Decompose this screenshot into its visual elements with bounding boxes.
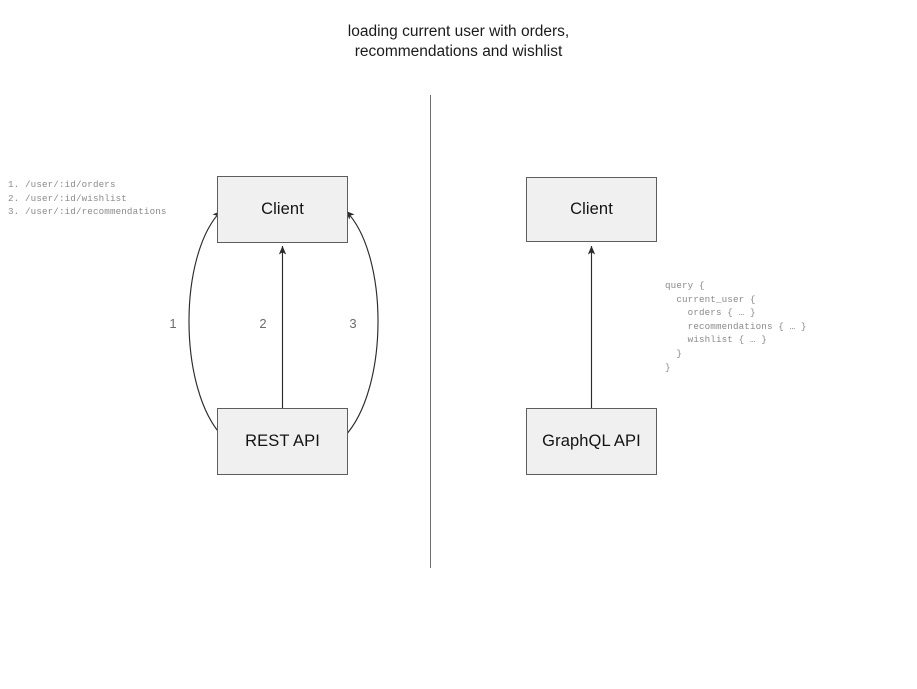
graphql-query-block: query { current_user { orders { … } reco… <box>665 280 807 373</box>
node-graphql-api[interactable]: GraphQL API <box>526 408 657 475</box>
edge-1-orders <box>188 210 232 446</box>
edge-label-1: 1 <box>169 316 177 331</box>
vertical-divider <box>430 95 431 568</box>
node-client-rest[interactable]: Client <box>217 176 348 243</box>
node-rest-api[interactable]: REST API <box>217 408 348 475</box>
diagram-title: loading current user with orders, recomm… <box>347 23 570 60</box>
node-client-graphql[interactable]: Client <box>526 177 657 242</box>
edge-label-2: 2 <box>259 316 267 331</box>
rest-endpoint-list: 1. /user/:id/orders 2. /user/:id/wishlis… <box>8 179 167 218</box>
edge-label-3: 3 <box>349 316 357 331</box>
